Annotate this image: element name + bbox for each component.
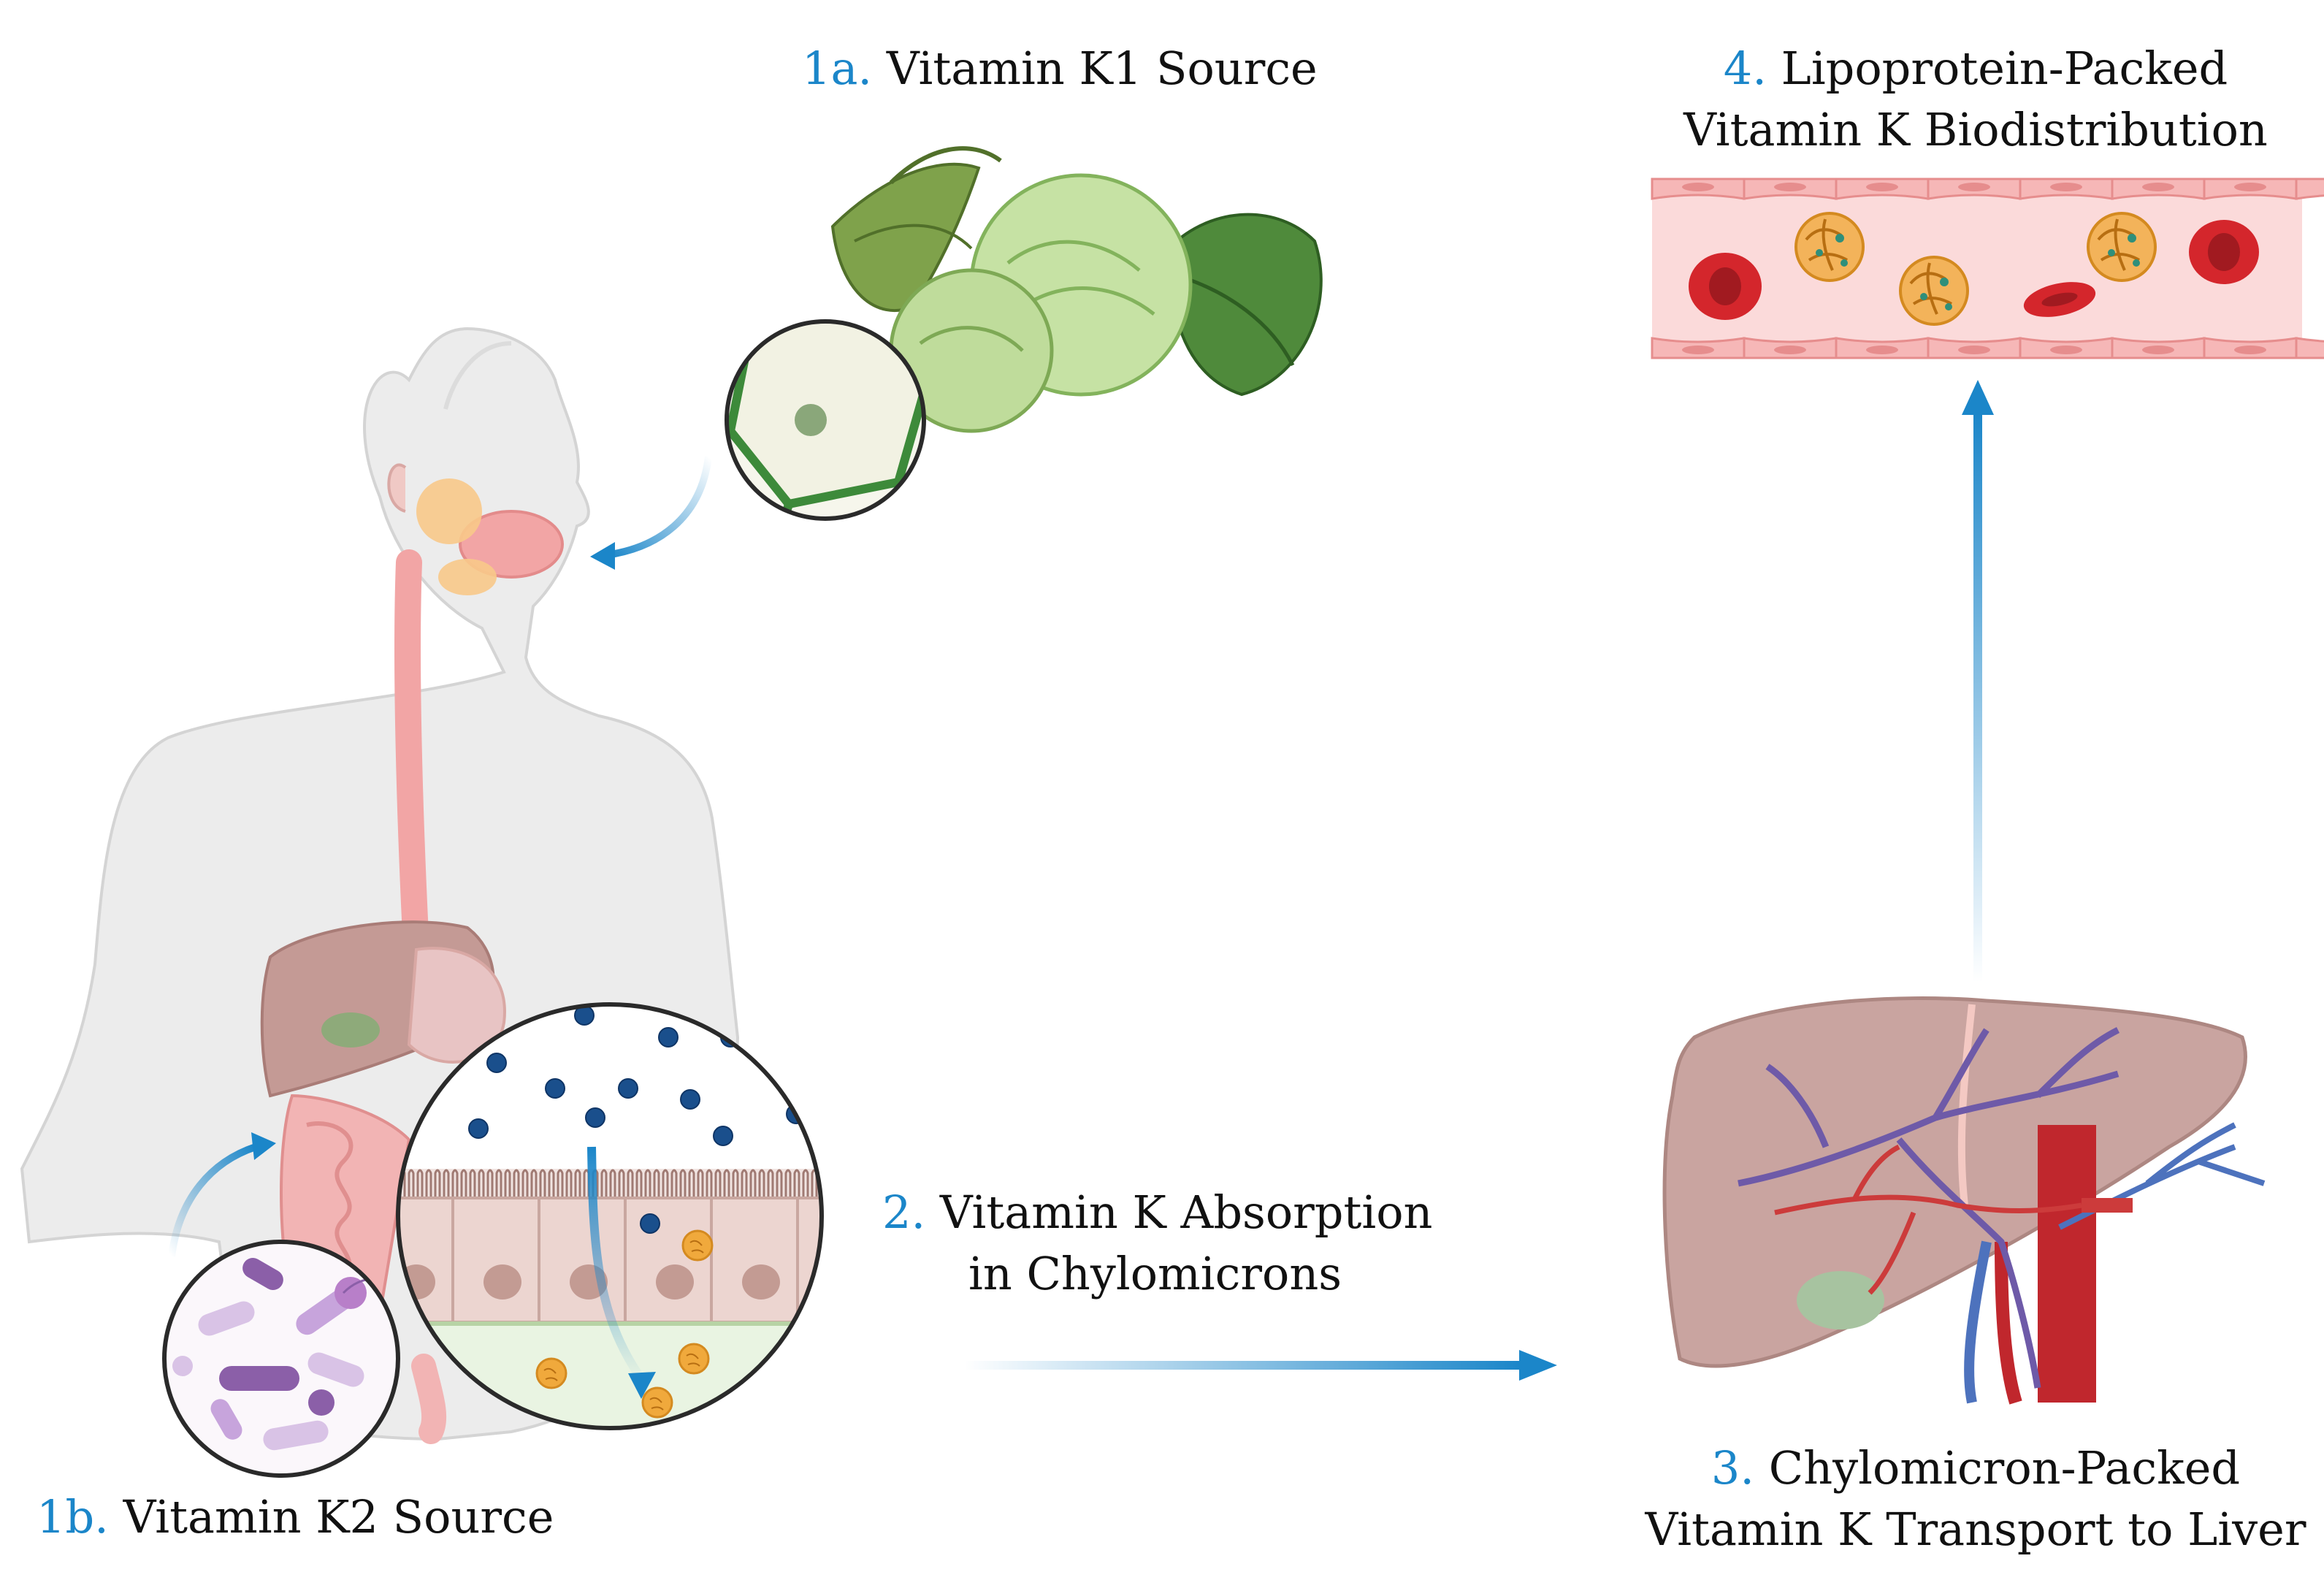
label-biodistribution: 4. Lipoprotein-Packed Vitamin K Biodistr… bbox=[1629, 38, 2323, 161]
gut-bacteria-zoom bbox=[162, 1240, 400, 1478]
label-biodistribution-number: 4. bbox=[1723, 42, 1767, 95]
label-k2-source: 1b. Vitamin K2 Source bbox=[37, 1487, 554, 1548]
label-k1-source: 1a. Vitamin K1 Source bbox=[802, 38, 1318, 99]
label-liver-transport: 3. Chylomicron-Packed Vitamin K Transpor… bbox=[1629, 1438, 2323, 1560]
intestinal-epithelium-zoom bbox=[396, 1002, 824, 1430]
stomach-icon bbox=[407, 947, 506, 1064]
oral-cavity bbox=[459, 510, 564, 579]
k2-production-arrow bbox=[168, 1143, 257, 1257]
k1-intake-arrow bbox=[605, 456, 712, 559]
label-absorption: 2. Vitamin K Absorption in Chylomicrons bbox=[882, 1182, 1433, 1305]
label-k1-number: 1a. bbox=[802, 42, 873, 95]
label-absorption-number: 2. bbox=[882, 1186, 926, 1239]
plant-cell-zoom bbox=[725, 319, 926, 521]
vessel-lumen bbox=[1652, 179, 2302, 358]
flow-arrows bbox=[168, 380, 1994, 1381]
lipoproteins bbox=[1794, 212, 2157, 326]
vegetables-illustration bbox=[830, 146, 1323, 433]
label-liver-line1: Chylomicron-Packed bbox=[1768, 1441, 2241, 1495]
label-biodistribution-line2: Vitamin K Biodistribution bbox=[1683, 103, 2268, 156]
vena-cava bbox=[2038, 1125, 2096, 1403]
liver-illustration bbox=[1662, 996, 2266, 1405]
label-k1-text: Vitamin K1 Source bbox=[886, 42, 1318, 95]
transport-to-liver-arrow bbox=[964, 1361, 1519, 1370]
label-k2-number: 1b. bbox=[37, 1490, 109, 1544]
label-liver-line2: Vitamin K Transport to Liver bbox=[1645, 1503, 2306, 1556]
label-absorption-line1: Vitamin K Absorption bbox=[939, 1186, 1433, 1239]
blood-vessel-illustration bbox=[1651, 178, 2324, 359]
red-blood-cells bbox=[1689, 220, 2259, 320]
gallbladder-liver-icon bbox=[1797, 1271, 1884, 1329]
esophagus bbox=[394, 549, 429, 963]
salivary-gland-icon bbox=[416, 478, 482, 544]
label-biodistribution-line1: Lipoprotein-Packed bbox=[1781, 42, 2228, 95]
ear-icon bbox=[387, 463, 407, 513]
biodistribution-arrow bbox=[1973, 413, 1982, 982]
gallbladder-icon bbox=[321, 1012, 380, 1048]
label-k2-text: Vitamin K2 Source bbox=[123, 1490, 554, 1544]
label-liver-number: 3. bbox=[1710, 1441, 1755, 1495]
label-absorption-line2: in Chylomicrons bbox=[968, 1247, 1342, 1300]
